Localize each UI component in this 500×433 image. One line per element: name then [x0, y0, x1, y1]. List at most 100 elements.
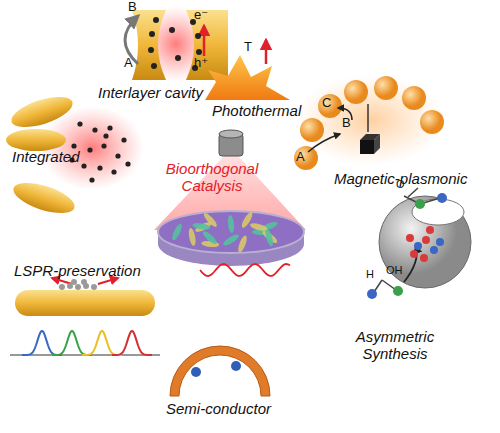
plasmon-glow	[295, 75, 445, 165]
light-wave	[200, 264, 290, 276]
label: A	[296, 150, 305, 165]
surface-particles	[59, 279, 97, 290]
label: C	[322, 96, 331, 111]
gold-rod	[10, 177, 78, 220]
catalyst-dot	[92, 127, 97, 132]
light-source-top	[219, 130, 243, 138]
label: Photothermal	[212, 102, 301, 119]
gold-layer	[132, 10, 166, 80]
carrier-dot	[149, 31, 155, 37]
atom	[415, 199, 425, 209]
label: B	[128, 0, 137, 15]
bond	[408, 188, 418, 197]
atom	[367, 289, 377, 299]
semiconductor-shell	[170, 346, 270, 396]
carrier-dot	[148, 47, 154, 53]
label: A	[124, 56, 133, 71]
lspr-preservation-icon	[10, 278, 160, 355]
bioorthogonal-dish-icon	[154, 130, 306, 266]
cell	[201, 229, 218, 246]
carrier-dot	[153, 17, 159, 23]
catalyst-dot	[97, 165, 102, 170]
catalyst-dot	[71, 143, 76, 148]
excitation-arrow	[203, 26, 206, 56]
spectrum-peak	[112, 331, 152, 355]
interlayer-cavity-icon	[125, 6, 228, 82]
catalyst-dot	[111, 169, 116, 174]
magnetic-cube-side	[374, 134, 380, 154]
catalyst-dot	[101, 143, 106, 148]
label: Semi-conductor	[166, 400, 271, 417]
surface-dot	[71, 279, 77, 285]
gold-rod	[15, 290, 155, 316]
catalyst-bead	[420, 254, 428, 262]
label: Integrated	[12, 148, 80, 165]
catalyst-dot	[89, 177, 94, 182]
catalyst-dot	[81, 163, 86, 168]
catalyst-dot	[103, 133, 108, 138]
sphere-opening	[412, 199, 464, 225]
catalyst-cluster	[406, 226, 444, 262]
cell	[170, 223, 183, 242]
gold-sphere	[344, 80, 368, 104]
carrier-dot	[151, 63, 157, 69]
catalyst-bead	[436, 238, 444, 246]
catalyst-bead	[410, 250, 418, 258]
gold-sphere	[402, 86, 426, 110]
carrier-dot	[175, 55, 181, 61]
magnetic-plasmonic-icon	[295, 75, 445, 165]
dish-medium	[158, 211, 304, 253]
surface-dot	[81, 279, 87, 285]
catalyst-bead	[426, 226, 434, 234]
label: e⁻	[194, 8, 208, 23]
magnetic-cube	[360, 140, 374, 154]
surface-dot	[75, 284, 81, 290]
label: LSPR-preservation	[14, 262, 141, 279]
semiconductor-icon	[170, 346, 270, 396]
label: h⁺	[194, 56, 208, 71]
cell	[264, 228, 275, 247]
spectrum-peak	[22, 331, 62, 355]
catalyst-dot	[125, 161, 130, 166]
cell	[202, 211, 219, 228]
cell	[192, 222, 211, 231]
gold-sphere	[318, 94, 342, 118]
catalyst-dot	[121, 137, 126, 142]
light-wave-path	[200, 264, 290, 276]
label: O	[396, 178, 405, 191]
gold-sphere	[374, 76, 398, 100]
temperature-arrow	[265, 40, 268, 64]
catalyst-dot	[191, 367, 201, 377]
catalyst-bead	[414, 242, 422, 250]
catalyst-dot	[87, 147, 92, 152]
gold-rod	[6, 129, 66, 151]
cells	[170, 211, 278, 254]
cell	[227, 215, 235, 234]
catalyst-bead	[406, 234, 414, 242]
porous-sphere	[379, 196, 471, 288]
spectrum-peak	[82, 331, 122, 355]
atom	[393, 286, 403, 296]
spectrum-peak	[52, 331, 92, 355]
lspr-spectra	[22, 331, 152, 355]
carrier-dot	[196, 49, 202, 55]
carrier-dot	[169, 27, 175, 33]
catalyst-dot	[231, 361, 241, 371]
asymmetric-synthesis-icon	[367, 188, 471, 299]
catalyst-bead	[422, 236, 430, 244]
catalyst-bead	[430, 246, 438, 254]
hot-carriers	[148, 17, 202, 71]
catalyst-dot	[107, 125, 112, 130]
gold-sphere	[294, 146, 318, 170]
cell	[249, 222, 268, 232]
carrier-dot	[195, 33, 201, 39]
nanosphere-chain	[294, 76, 444, 170]
catalyst-dot	[115, 153, 120, 158]
gold-sphere	[420, 110, 444, 134]
label: Asymmetric Synthesis	[340, 328, 450, 363]
atom	[437, 193, 447, 203]
label: T	[244, 40, 252, 55]
